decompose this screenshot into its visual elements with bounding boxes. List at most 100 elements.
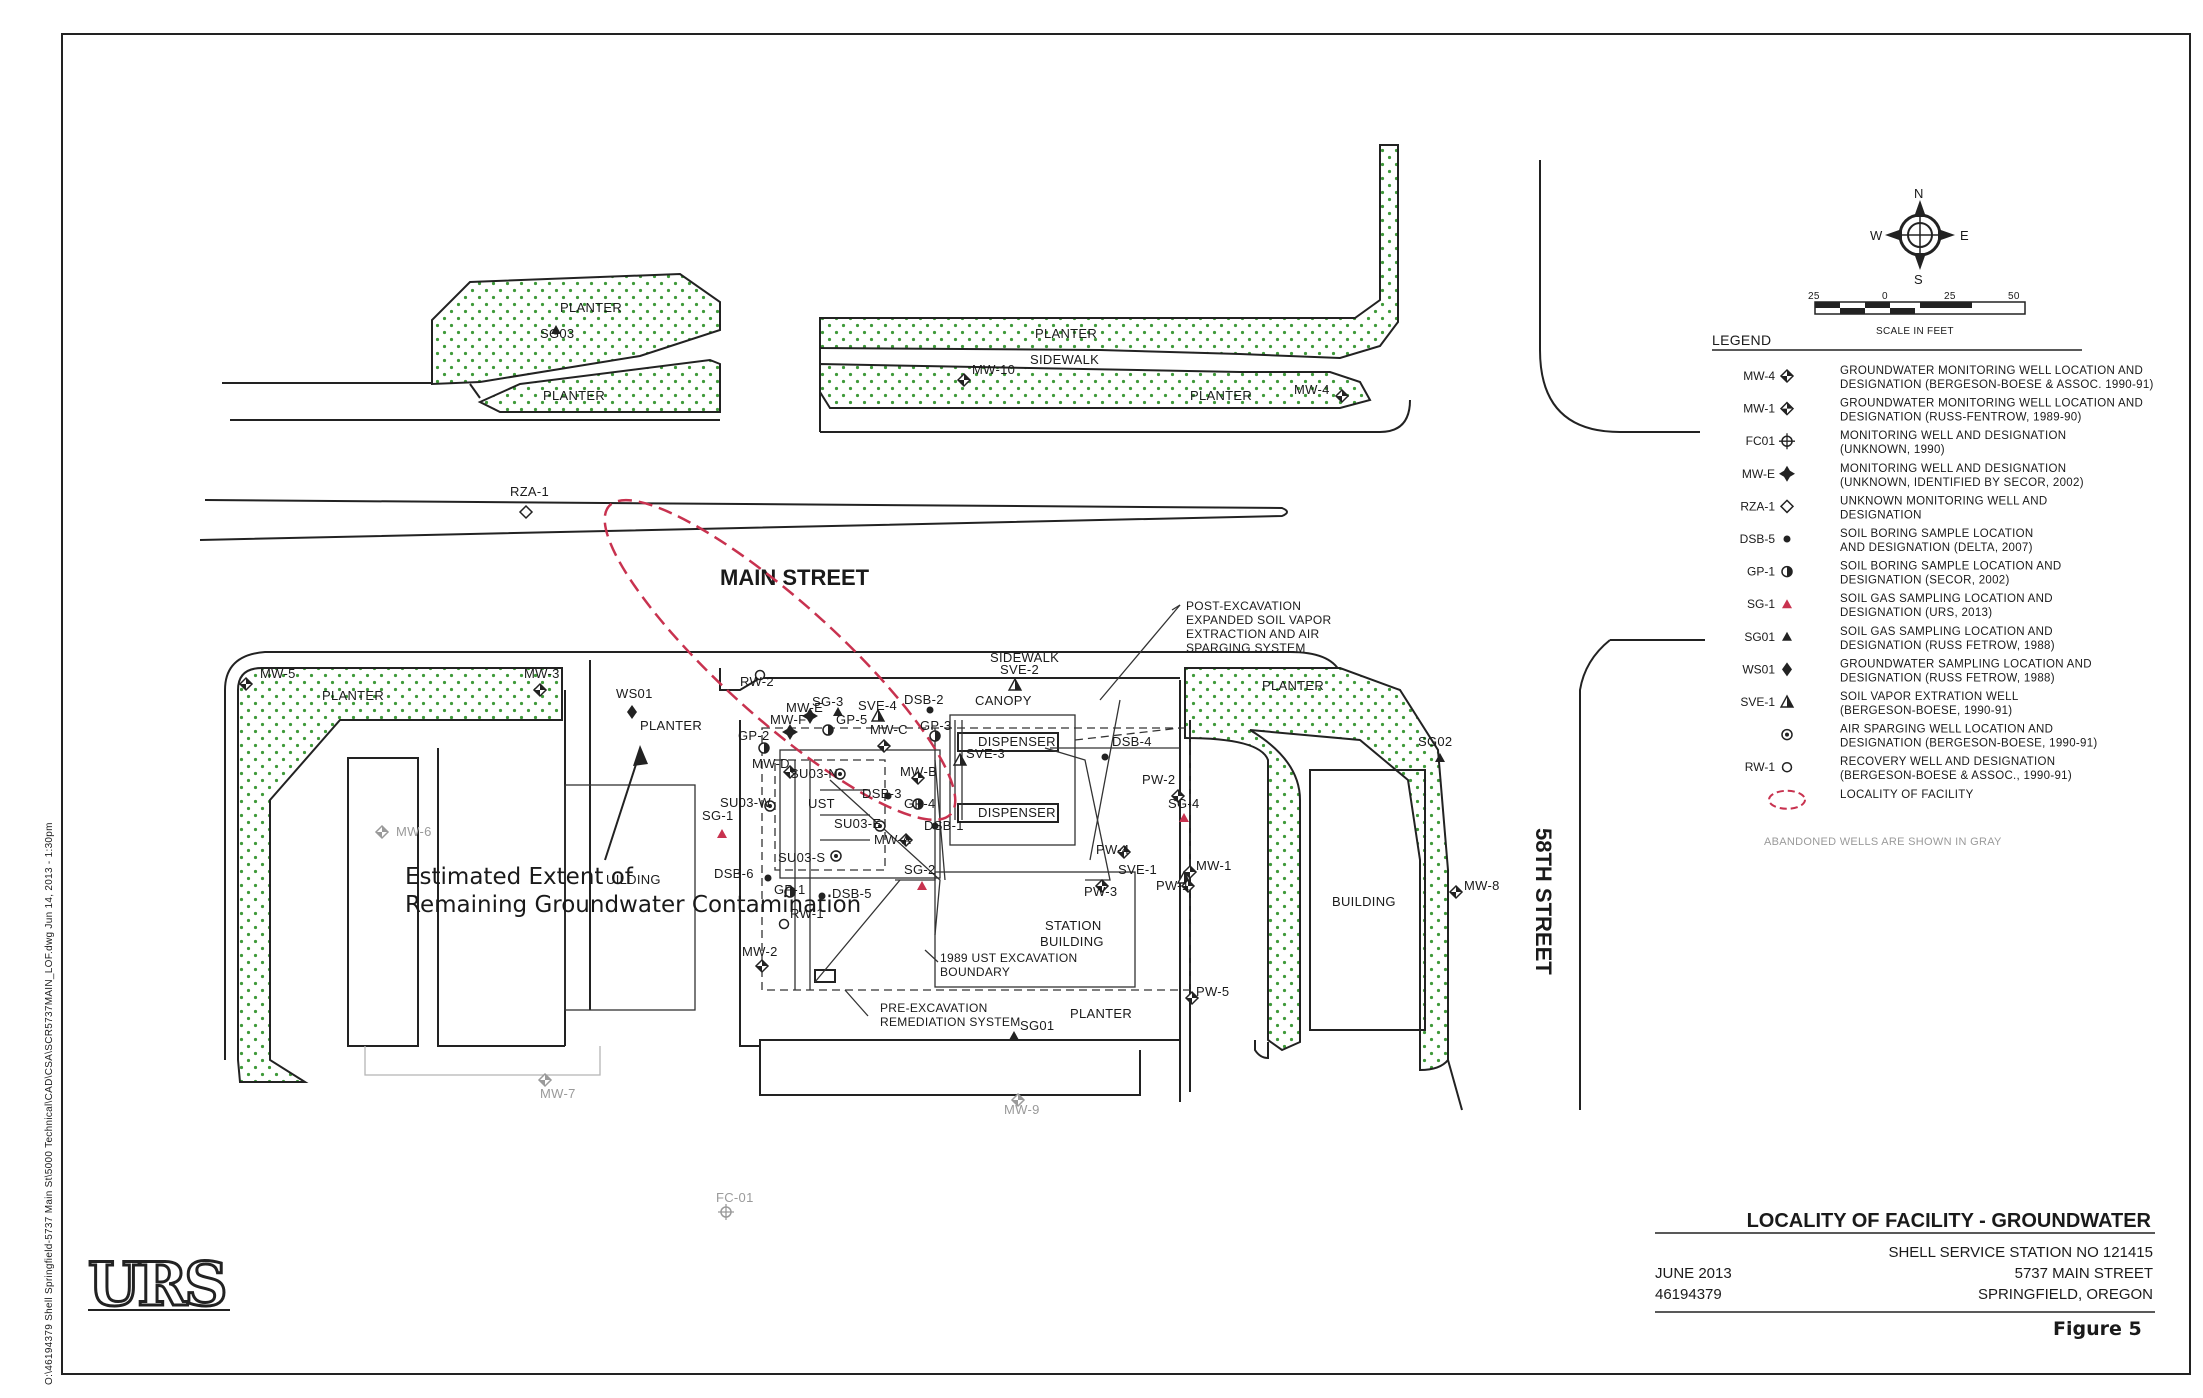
open-circle-icon [1781, 761, 1793, 773]
quad-diamond-icon [898, 832, 914, 848]
legend-description: DESIGNATION [1840, 509, 1922, 521]
legend-row: MW-4 GROUNDWATER MONITORING WELL LOCATION… [1743, 365, 2153, 391]
half-triangle-icon [1007, 677, 1023, 691]
legend-description: SOIL GAS SAMPLING LOCATION AND [1840, 626, 2053, 638]
dispenser-label-1: DISPENSER [978, 734, 1056, 749]
legend-description: DESIGNATION (URS, 2013) [1840, 607, 1992, 619]
half-triangle-icon [1779, 694, 1795, 708]
planter-label-n1: PLANTER [1035, 326, 1097, 341]
legend-description: LOCALITY OF FACILITY [1840, 789, 1974, 801]
abandoned-well-icon [1010, 1092, 1026, 1108]
well-label: RW-2 [740, 674, 774, 689]
well-label: SG01 [1020, 1018, 1054, 1033]
black-triangle-icon [1782, 631, 1792, 641]
well-label: MW-F [770, 712, 806, 727]
well-label: RZA-1 [510, 484, 549, 499]
quad-diamond-icon [238, 676, 254, 692]
well-marker: SU03-S [778, 850, 842, 865]
well-marker: GP-4 [904, 796, 936, 811]
legend-code: SG01 [1744, 630, 1775, 644]
well-label: PW-2 [1142, 772, 1175, 787]
legend-code: RZA-1 [1740, 499, 1775, 513]
legend-description: (BERGESON-BOESE, 1990-91) [1840, 705, 2012, 717]
legend-description: DESIGNATION (SECOR, 2002) [1840, 575, 2010, 587]
south-side-features: PLANTER PLANTER PLANTER PLANTER SIDEWALK… [224, 639, 1705, 1111]
well-marker: MW-5 [238, 666, 295, 692]
well-marker: PW-2 [1142, 772, 1186, 804]
legend-code: SG-1 [1747, 597, 1775, 611]
well-marker: GP-1 [774, 882, 805, 898]
well-marker: SU03-E [834, 816, 886, 832]
quad-diamond-icon [910, 770, 926, 786]
figure-title: LOCALITY OF FACILITY - GROUNDWATER [1747, 1210, 2152, 1232]
well-marker: GP-3 [920, 718, 951, 742]
planter-label-se: PLANTER [1262, 678, 1324, 693]
callout-ust-1: 1989 UST EXCAVATION [940, 951, 1078, 965]
quad-diamond-icon [1779, 401, 1795, 416]
well-label: SVE-1 [1118, 862, 1157, 877]
well-marker: DSB-2 [904, 692, 944, 714]
red-triangle-icon [717, 829, 727, 838]
well-label: MW-2 [742, 944, 778, 959]
quad-diamond-icon [1180, 878, 1196, 894]
well-marker: DSB-5 [818, 886, 871, 901]
black-triangle-icon [1435, 753, 1445, 762]
ust-label: UST [808, 796, 835, 811]
quad-diamond-icon [956, 372, 972, 388]
planter-n-lower-strip [819, 362, 1372, 409]
well-marker: SVE-4 [858, 698, 897, 722]
well-label: MW-A [874, 832, 911, 847]
scale-tick-2: 25 [1944, 291, 1956, 302]
well-marker: MW-1 [1182, 858, 1232, 880]
well-marker: RW-1 [778, 906, 824, 930]
well-marker: MW-C [870, 722, 907, 754]
well-marker: DSB-1 [924, 818, 963, 833]
well-label: GP-4 [904, 796, 936, 811]
well-marker: MW-8 [1448, 878, 1500, 900]
well-label: PW-4 [1096, 842, 1129, 857]
legend-description: DESIGNATION (RUSS FETROW, 1988) [1840, 672, 2055, 684]
well-label: SVE-3 [966, 746, 1005, 761]
planter-nw-upper [431, 272, 721, 386]
legend-description: MONITORING WELL AND DESIGNATION [1840, 430, 2066, 442]
half-triangle-icon [870, 708, 886, 722]
quad-diamond-icon [1182, 864, 1198, 880]
legend-description: GROUNDWATER MONITORING WELL LOCATION AND [1840, 365, 2143, 377]
well-label: MW-8 [1464, 878, 1500, 893]
bullseye-icon [1781, 728, 1793, 741]
title-block: LOCALITY OF FACILITY - GROUNDWATER SHELL… [1655, 1210, 2155, 1340]
well-marker: SG01 [1009, 1018, 1054, 1040]
open-diamond-icon [518, 504, 534, 520]
well-label: MW-1 [1196, 858, 1232, 873]
filled-dot-icon [1101, 753, 1109, 761]
abandoned-well-marker: MW-7 [537, 1072, 575, 1101]
well-label: SVE-4 [858, 698, 897, 713]
well-label: MW-E [786, 700, 823, 715]
half-triangle-icon [952, 752, 968, 766]
quad-diamond-icon [532, 682, 548, 698]
bullseye-icon [764, 800, 776, 812]
quad-diamond-icon [1779, 368, 1795, 384]
well-label: MW-10 [972, 362, 1015, 377]
building-label: BUILDING [1332, 894, 1396, 909]
well-label: GP-2 [738, 728, 770, 743]
legend-code: SVE-1 [1740, 695, 1775, 709]
legend-code: RW-1 [1745, 760, 1776, 774]
callout-post-excavation: POST-EXCAVATION EXPANDED SOIL VAPOR EXTR… [1186, 599, 1331, 655]
well-marker: DSB-4 [1101, 734, 1151, 761]
well-label: SU03-N [790, 766, 838, 781]
well-marker: SG-2 [904, 862, 935, 890]
file-path: O:\46194379 Shell Springfield-5737 Main … [44, 822, 55, 1385]
well-label: DSB-2 [904, 692, 944, 707]
well-label: MW-4 [1294, 382, 1330, 397]
quad-diamond-icon [782, 764, 798, 780]
quad-diamond-icon [1094, 878, 1110, 894]
legend-code: MW-4 [1743, 369, 1775, 383]
planter-label-nw1: PLANTER [560, 300, 622, 315]
